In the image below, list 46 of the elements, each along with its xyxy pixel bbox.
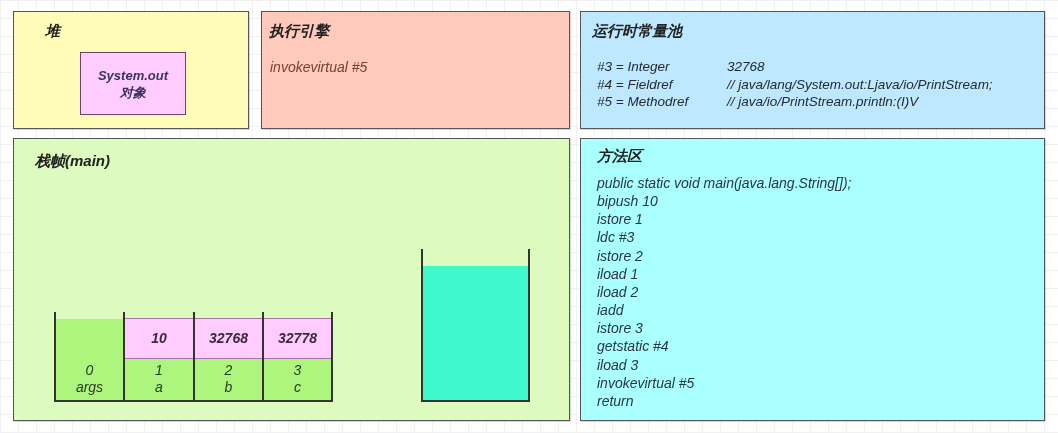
heap-panel — [13, 11, 249, 129]
slot-value: 10 — [151, 330, 167, 347]
bytecode-line: getstatic #4 — [597, 338, 669, 356]
execution-engine-panel — [261, 11, 570, 129]
bytecode-line: iadd — [597, 302, 624, 320]
stack-frame-panel — [13, 138, 570, 421]
bytecode-line: iload 2 — [597, 283, 639, 301]
operand-stack-beaker — [421, 249, 530, 402]
slot-cell — [124, 359, 194, 401]
bytecode-line: istore 3 — [597, 320, 643, 338]
object-box — [80, 52, 186, 115]
value-cell — [194, 318, 263, 359]
constant-value: // java/lang/System.out:Ljava/io/PrintStream; — [727, 75, 993, 93]
constant-entry: #5 = Methodref — [597, 93, 689, 110]
object-label: System.out 对象 — [97, 66, 169, 101]
bytecode-line: return — [597, 392, 634, 410]
slot-value: 32768 — [209, 330, 248, 347]
slot-cell — [194, 359, 263, 401]
slot-cell — [263, 359, 332, 401]
panel-title: 栈帧(main) — [35, 152, 110, 169]
constant-value: 32768 — [727, 58, 765, 75]
slot-cell — [55, 319, 124, 401]
slot-label: 2 b — [224, 362, 233, 396]
slot-label: 0 args — [75, 362, 104, 396]
method-area-panel — [580, 138, 1045, 421]
panel-title: 堆 — [45, 22, 60, 39]
bytecode-line: invokevirtual #5 — [597, 374, 695, 392]
panel-title: 执行引擎 — [269, 22, 329, 39]
instruction-text: invokevirtual #5 — [270, 59, 368, 76]
slot-label: 1 a — [155, 362, 163, 396]
bytecode-line: istore 1 — [597, 211, 643, 229]
value-cell — [263, 318, 332, 359]
panel-title: 运行时常量池 — [592, 22, 682, 39]
value-cell — [124, 318, 194, 359]
constant-value: // java/io/PrintStream.println:(I)V — [727, 93, 919, 110]
bytecode-line: ldc #3 — [597, 229, 635, 247]
bytecode-line: iload 3 — [597, 356, 639, 374]
bytecode-line: istore 2 — [597, 247, 643, 265]
constant-entry: #4 = Fieldref — [597, 75, 673, 93]
slot-value: 32778 — [278, 330, 317, 347]
slot-label: 3 c — [293, 362, 302, 396]
constant-pool-panel — [580, 11, 1045, 129]
bytecode-line: iload 1 — [597, 265, 639, 283]
method-signature: public static void main(java.lang.String[]); — [597, 175, 852, 192]
bytecode-line: bipush 10 — [597, 193, 658, 211]
constant-entry: #3 = Integer — [597, 58, 670, 75]
